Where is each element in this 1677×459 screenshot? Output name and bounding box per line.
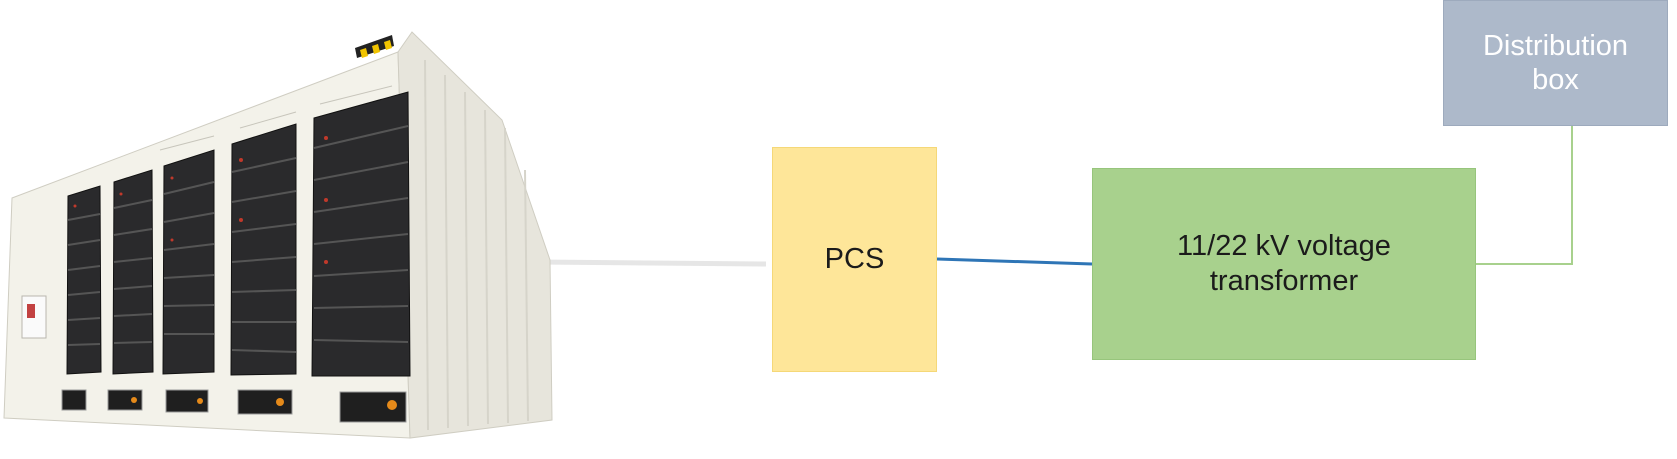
pcs-label: PCS bbox=[824, 243, 885, 275]
distribution-label-line1: Distribution bbox=[1482, 30, 1629, 62]
edge-transformer-to-distribution bbox=[1476, 126, 1573, 265]
transformer-node: 11/22 kV voltage transformer bbox=[1092, 168, 1476, 360]
transformer-label-line2: transformer bbox=[1209, 265, 1359, 297]
edge-container-to-pcs bbox=[537, 259, 767, 267]
edge-pcs-to-transformer bbox=[936, 257, 1093, 266]
distribution-label-line2: box bbox=[1532, 64, 1579, 96]
distribution-box-node: Distribution box bbox=[1443, 0, 1668, 126]
battery-container-image bbox=[3, 31, 553, 439]
transformer-label-line1: 11/22 kV voltage bbox=[1177, 230, 1391, 262]
pcs-node: PCS bbox=[772, 147, 937, 372]
